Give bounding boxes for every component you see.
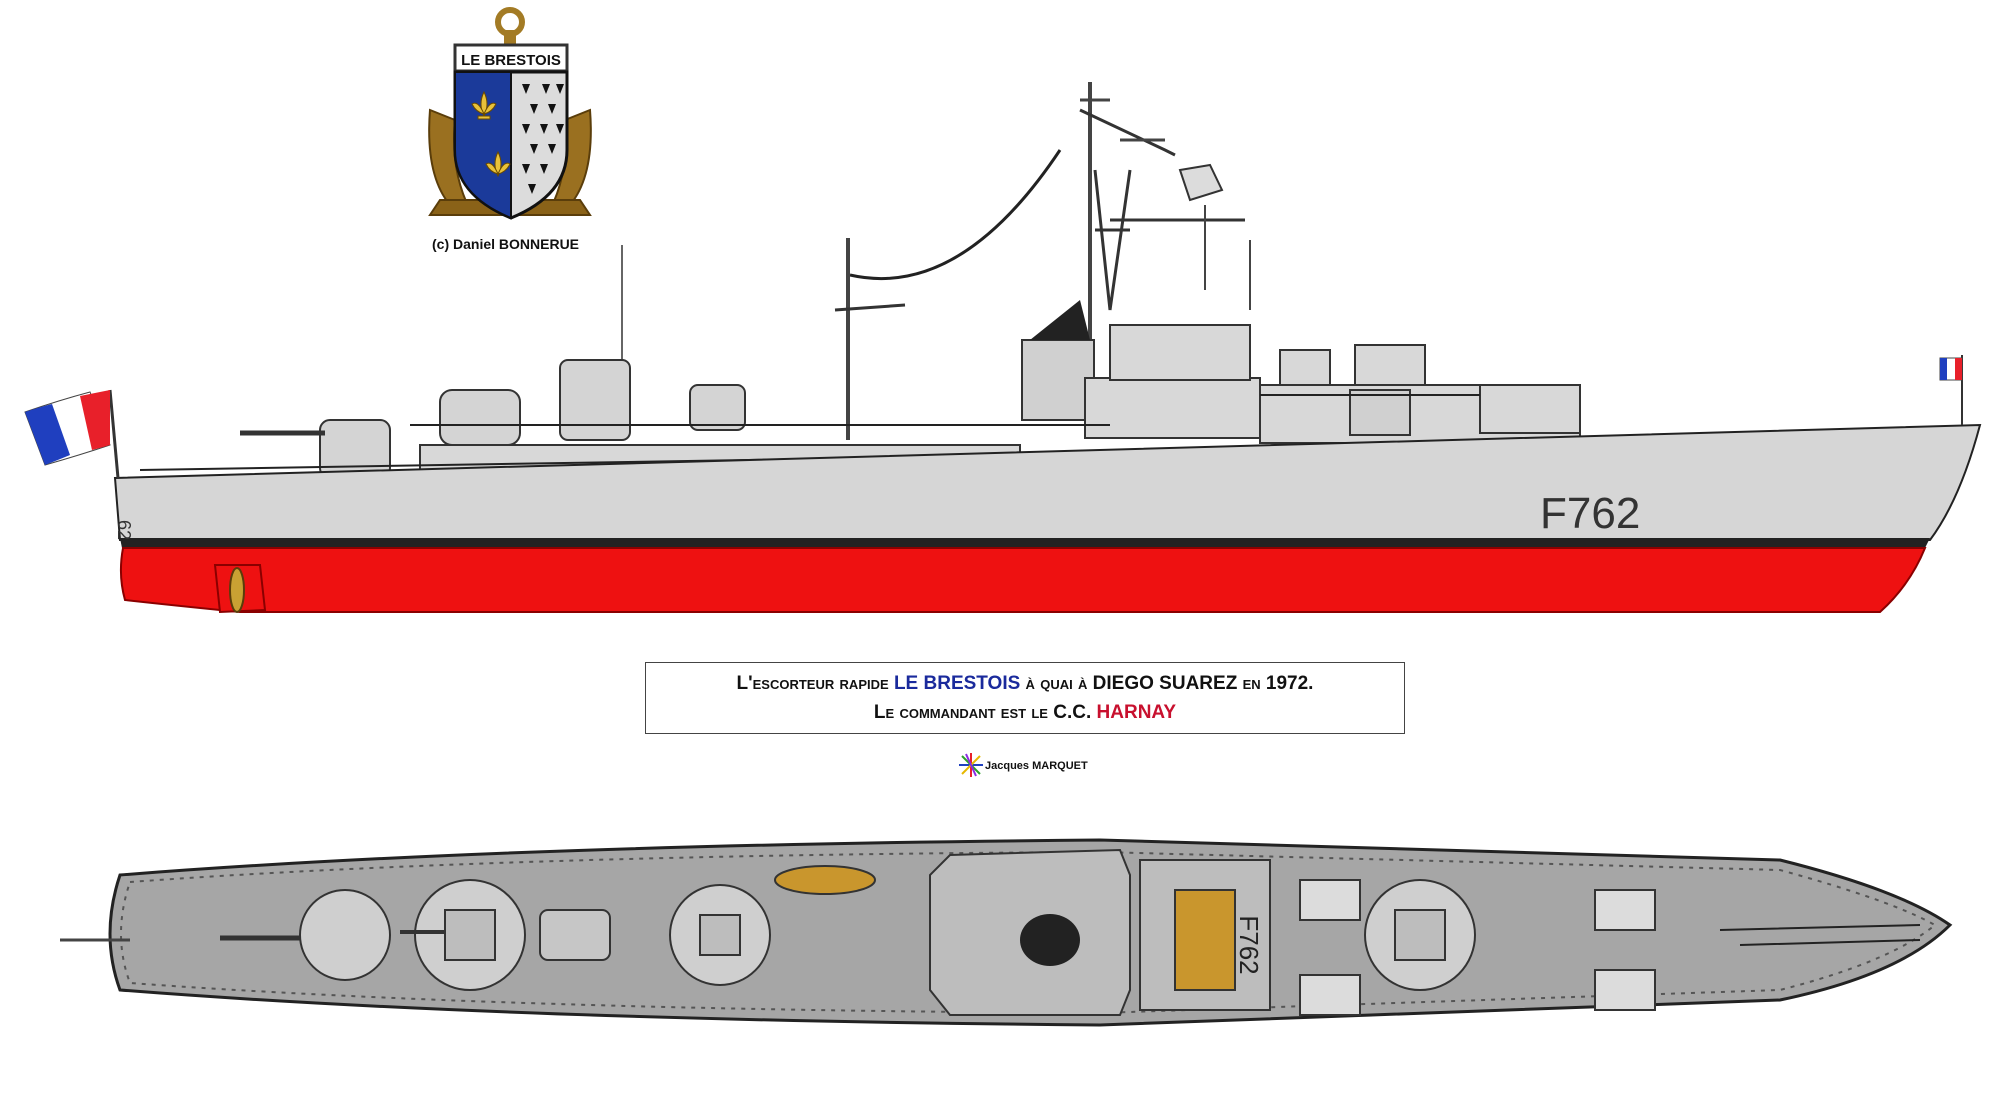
- ship-emblem: LE BRESTOIS: [428, 7, 592, 220]
- emblem-title: LE BRESTOIS: [461, 52, 561, 69]
- deck-number: F762: [1234, 915, 1264, 974]
- ship-plan-view: F762: [60, 838, 1953, 1027]
- caption-box: L'escorteur rapide LE BRESTOIS à quai à …: [645, 662, 1405, 734]
- caption-line1-b: à quai à DIEGO SUAREZ en 1972.: [1020, 673, 1314, 694]
- caption-line-1: L'escorteur rapide LE BRESTOIS à quai à …: [646, 669, 1404, 698]
- ship-profile: F762 62: [24, 82, 1982, 614]
- caption-line2-a: Le commandant est le C.C.: [873, 702, 1097, 723]
- artist-credit: Jacques MARQUET: [985, 760, 1088, 772]
- caption-commander: HARNAY: [1096, 702, 1177, 723]
- artist-logo-icon: [958, 752, 984, 778]
- stern-flag: [24, 389, 120, 479]
- caption-line-2: Le commandant est le C.C. HARNAY: [646, 698, 1404, 727]
- caption-line1-a: L'escorteur rapide: [736, 673, 894, 694]
- caption-ship-name: LE BRESTOIS: [893, 673, 1021, 694]
- bow-number: 62: [114, 520, 134, 540]
- emblem-credit: (c) Daniel BONNERUE: [432, 236, 580, 252]
- hull-number: F762: [1540, 489, 1640, 538]
- bow-flag: [1939, 355, 1963, 425]
